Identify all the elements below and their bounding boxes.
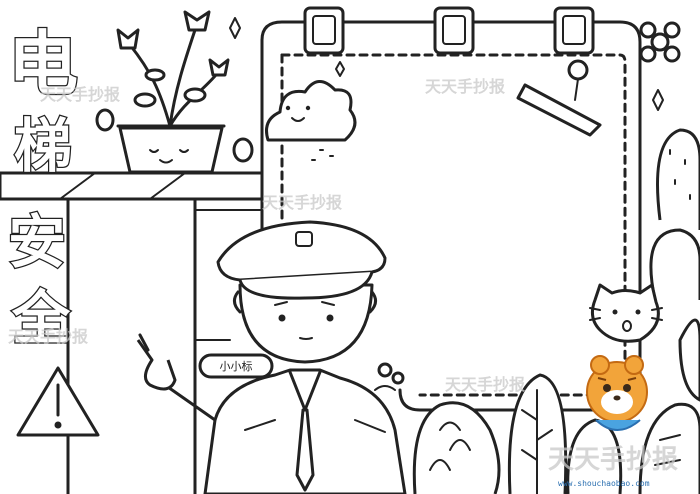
right-decorations [639,21,700,301]
cat-illustration [589,283,663,343]
title-char-1: 电 [8,23,78,105]
watermarks: 天天手抄报 天天手抄报 天天手抄报 天天手抄报 天天手抄报 [8,77,525,394]
smiling-cloud-illustration [265,61,357,161]
potted-plant-illustration [95,10,254,174]
speech-badge-text: 小小标 [220,359,253,373]
watermark-1: 天天手抄报 [425,77,505,96]
writing-board-frame [260,6,642,412]
brand-footer: 天天手抄报 www.shouchaobao.com [548,444,678,488]
tiger-mascot-logo [586,355,648,431]
small-flowers [374,362,405,391]
watermark-4: 天天手抄报 [8,327,88,346]
watermark-5: 天天手抄报 [445,375,525,394]
watermark-2: 天天手抄报 [40,85,120,104]
security-guard-illustration [136,220,407,494]
title-block: 电 梯 安 全 [7,22,80,354]
speech-badge: 小小标 [198,353,274,379]
brand-site-url: www.shouchaobao.com [558,479,650,488]
warning-sign-icon [16,366,100,437]
title-char-4: 全 [11,284,71,352]
watermark-3: 天天手抄报 [262,193,342,212]
brand-watermark: 天天手抄报 [548,444,678,475]
title-char-2: 梯 [14,112,72,180]
title-char-3: 安 [8,208,66,276]
bottom-plants [412,318,700,494]
